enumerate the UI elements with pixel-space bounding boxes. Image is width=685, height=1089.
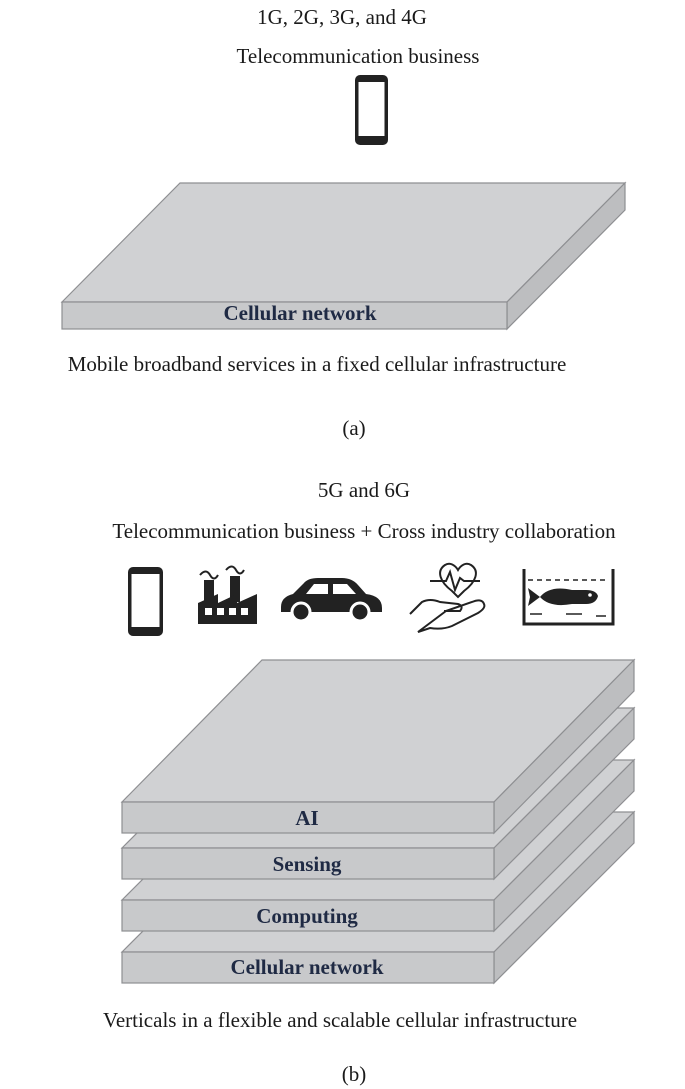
panel-a-title: 1G, 2G, 3G, and 4G [257,5,427,29]
healthcare-hand-heart-icon [409,562,486,633]
slab-cellular-network-a: Cellular network [60,181,627,331]
car-icon [281,578,382,623]
panel-b-title: 5G and 6G [318,478,410,502]
aquarium-fish-icon [522,569,615,626]
panel-a-caption: Mobile broadband services in a fixed cel… [68,352,567,376]
layer-label-cellular-network-b: Cellular network [230,955,383,979]
layer-label-computing: Computing [256,904,358,928]
panel-b-label: (b) [342,1062,367,1086]
panel-b-subtitle: Telecommunication business + Cross indus… [112,519,616,543]
factory-icon [198,565,257,624]
panel-a-label: (a) [342,416,365,440]
layer-label-cellular-network-a: Cellular network [223,301,376,325]
panel-b: 5G and 6G Telecommunication business + C… [103,478,636,1086]
layer-label-sensing: Sensing [273,852,342,876]
layer-label-ai: AI [295,806,318,830]
slab-ai: AI [120,658,636,835]
panel-a-subtitle: Telecommunication business [237,44,480,68]
smartphone-icon [128,567,163,636]
smartphone-icon [355,75,388,145]
panel-a: 1G, 2G, 3G, and 4G Telecommunication bus… [60,5,627,440]
panel-b-caption: Verticals in a flexible and scalable cel… [103,1008,577,1032]
